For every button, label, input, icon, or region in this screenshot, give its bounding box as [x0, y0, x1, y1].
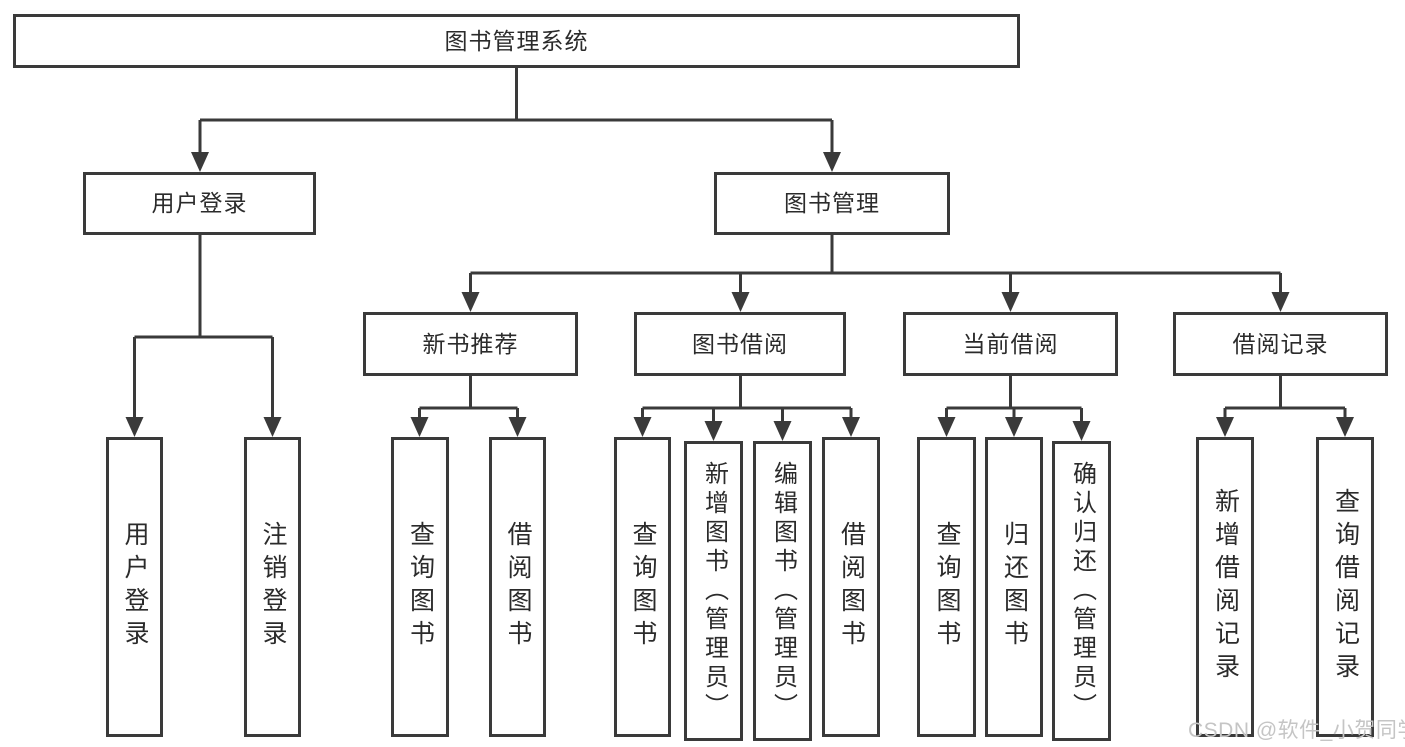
arrow-down-icon	[773, 421, 792, 441]
node-cb-query-books: 查询图书	[917, 437, 976, 737]
arrow-down-icon	[842, 417, 860, 437]
arrow-down-icon	[410, 417, 429, 437]
watermark: CSDN @软件_小贺同学	[1188, 719, 1405, 742]
node-bb-edit-books-label: 编辑图书（管理员）	[769, 460, 797, 722]
node-br-query-record: 查询借阅记录	[1316, 437, 1374, 737]
node-br-add-record: 新增借阅记录	[1196, 437, 1254, 737]
arrow-down-icon	[191, 152, 209, 172]
node-bb-borrow-books-label: 借阅图书	[837, 521, 866, 653]
node-new-book-recommend: 新书推荐	[363, 312, 578, 376]
node-book-borrow: 图书借阅	[634, 312, 846, 376]
node-user-login-leaf: 用户登录	[106, 437, 163, 737]
arrow-down-icon	[125, 417, 144, 437]
arrow-down-icon	[823, 152, 841, 172]
arrow-down-icon	[704, 421, 723, 441]
node-cb-return-books: 归还图书	[985, 437, 1043, 737]
node-br-add-record-label: 新增借阅记录	[1211, 488, 1240, 686]
node-bb-query-books-label: 查询图书	[629, 521, 657, 653]
node-nb-borrow-books-label: 借阅图书	[504, 521, 532, 653]
node-book-management: 图书管理	[714, 172, 950, 235]
arrow-down-icon	[263, 417, 282, 437]
node-current-borrow: 当前借阅	[903, 312, 1118, 376]
arrow-down-icon	[1001, 292, 1020, 312]
node-br-query-record-label: 查询借阅记录	[1331, 488, 1360, 686]
node-user-login: 用户登录	[83, 172, 316, 235]
arrow-down-icon	[937, 417, 956, 437]
node-nb-borrow-books: 借阅图书	[489, 437, 546, 737]
arrow-down-icon	[1336, 417, 1354, 437]
arrow-down-icon	[731, 292, 750, 312]
node-nb-query-books: 查询图书	[391, 437, 449, 737]
node-cb-confirm-return-label: 确认归还（管理员）	[1068, 460, 1096, 722]
node-bb-add-books: 新增图书（管理员）	[684, 441, 743, 741]
node-cb-confirm-return: 确认归还（管理员）	[1052, 441, 1111, 741]
node-user-login-leaf-label: 用户登录	[121, 521, 149, 653]
node-bb-add-books-label: 新增图书（管理员）	[700, 460, 728, 722]
node-borrow-records-label: 借阅记录	[1232, 330, 1329, 357]
node-root-label: 图书管理系统	[444, 27, 589, 54]
node-book-management-label: 图书管理	[784, 190, 880, 216]
node-cb-query-books-label: 查询图书	[933, 521, 961, 653]
node-logout-leaf: 注销登录	[244, 437, 301, 737]
arrow-down-icon	[461, 292, 480, 312]
node-bb-edit-books: 编辑图书（管理员）	[753, 441, 812, 741]
arrow-down-icon	[1271, 292, 1290, 312]
node-root: 图书管理系统	[13, 14, 1020, 68]
node-cb-return-books-label: 归还图书	[1000, 521, 1029, 653]
arrow-down-icon	[1072, 421, 1091, 441]
node-bb-borrow-books: 借阅图书	[822, 437, 880, 737]
node-new-book-recommend-label: 新书推荐	[422, 330, 519, 357]
node-nb-query-books-label: 查询图书	[406, 521, 435, 653]
node-book-borrow-label: 图书借阅	[692, 330, 788, 357]
arrow-down-icon	[1005, 417, 1023, 437]
arrow-down-icon	[1216, 417, 1234, 437]
node-logout-leaf-label: 注销登录	[259, 521, 287, 653]
arrow-down-icon	[633, 417, 652, 437]
arrow-down-icon	[508, 417, 527, 437]
node-current-borrow-label: 当前借阅	[962, 330, 1059, 357]
node-user-login-label: 用户登录	[151, 190, 248, 216]
node-borrow-records: 借阅记录	[1173, 312, 1388, 376]
node-bb-query-books: 查询图书	[614, 437, 671, 737]
